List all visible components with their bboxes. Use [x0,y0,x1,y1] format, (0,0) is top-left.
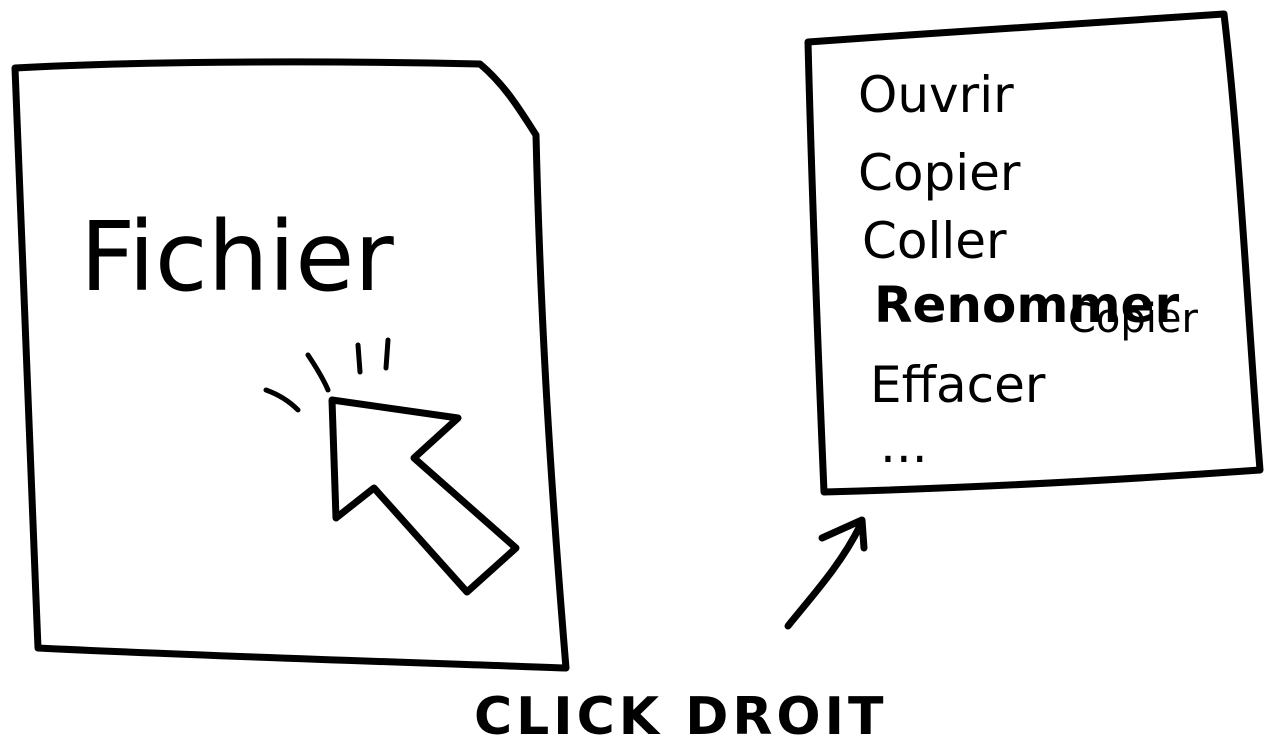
menu-item-more: ... [880,416,928,474]
mouse-pointer-icon [328,396,520,596]
menu-item-effacer: Effacer [870,356,1046,414]
curved-arrow-icon [784,516,868,630]
context-menu-box [804,10,1264,496]
menu-item-ouvrir: Ouvrir [858,66,1014,124]
right-click-caption: CLICK DROIT [474,687,887,747]
file-document-outline [11,58,570,672]
menu-item-copier: Copier [858,144,1021,202]
file-label: Fichier [80,201,394,313]
menu-item-renommer: Renommer [874,276,1179,334]
menu-item-coller: Coller [862,212,1007,270]
click-burst-icon [263,337,391,413]
menu-item-copier-overwrite: Copier [1068,296,1199,342]
